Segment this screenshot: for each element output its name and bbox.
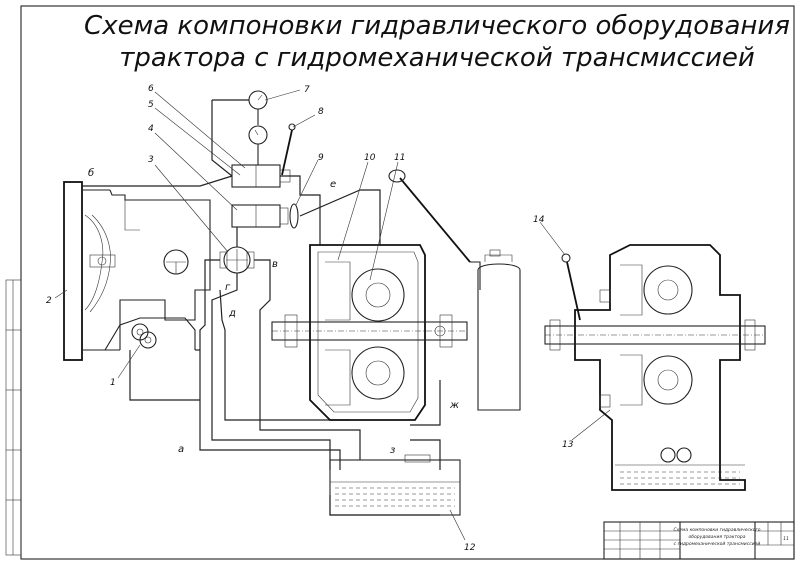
line-letter-e: е: [330, 179, 336, 190]
part-number-11: 11: [394, 153, 405, 163]
transmission-right: [544, 244, 766, 491]
part-number-1: 1: [110, 378, 116, 388]
part-number-7: 7: [304, 85, 310, 95]
line-letter-a: а: [178, 444, 184, 455]
part-number-9: 9: [318, 153, 324, 163]
part-number-8: 8: [318, 107, 324, 117]
side-stamp: [5, 279, 22, 556]
part-number-6: 6: [148, 84, 154, 94]
part-number-3: 3: [148, 155, 154, 165]
title-block-name-3: с гидромеханической трансмиссией: [674, 541, 761, 547]
part-number-4: 4: [148, 124, 154, 134]
part-number-5: 5: [148, 100, 154, 110]
part-number-10: 10: [364, 153, 376, 163]
part-number-2: 2: [46, 296, 52, 306]
valve-stack: [219, 90, 299, 274]
control-lever: [388, 169, 521, 411]
part-number-13: 13: [562, 440, 574, 450]
leader-lines: [54, 89, 611, 541]
line-letter-b: б: [88, 167, 94, 179]
title-line-2: трактора с гидромеханической трансмиссие…: [119, 43, 755, 73]
line-letter-d: д: [228, 308, 236, 319]
title-line-1: Схема компоновки гидравлического оборудо…: [84, 11, 790, 41]
part-number-14: 14: [533, 215, 545, 225]
title-block-sheets: 11: [783, 536, 789, 542]
title-block: Схема компоновки гидравлического оборудо…: [603, 521, 795, 560]
line-letter-zh: ж: [449, 400, 459, 411]
line-letter-g: г: [225, 282, 231, 293]
line-letter-v: в: [272, 259, 278, 270]
title-block-name-2: оборудования трактора: [688, 534, 745, 540]
sheet-border: [20, 5, 795, 560]
part-number-labels: 1 2 3 4 5 6 7 8 9 10 11 12 13 14: [46, 84, 574, 553]
transmission-center: [271, 244, 468, 421]
hydraulic-lines: [82, 99, 441, 516]
line-letter-labels: а б в г д е ж з: [88, 167, 459, 456]
engine-block: [63, 181, 211, 361]
part-number-12: 12: [464, 543, 476, 553]
line-letter-z: з: [390, 445, 395, 456]
oil-tank: [329, 454, 461, 516]
title-block-name-1: Схема компоновки гидравлического: [673, 527, 760, 533]
